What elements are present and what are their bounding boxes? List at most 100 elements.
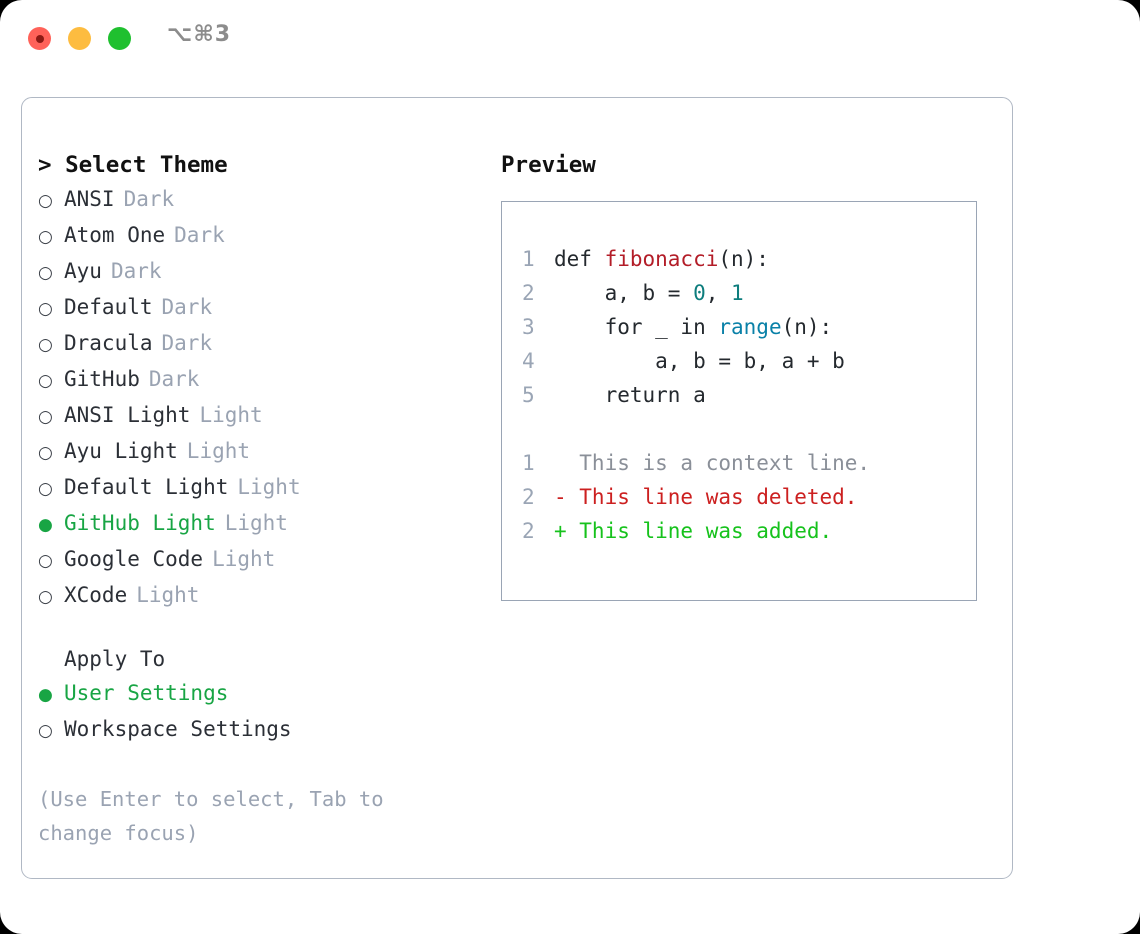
diff-line: 1 This is a context line.	[522, 446, 976, 480]
theme-option-10[interactable]: ○ Google Code Light	[38, 542, 488, 578]
theme-option-label: ANSI Light	[64, 403, 191, 427]
theme-option-label: Default	[64, 295, 153, 319]
apply-to-option-1[interactable]: ○ Workspace Settings	[38, 712, 488, 748]
minimize-window-button[interactable]	[68, 27, 91, 50]
theme-option-label: XCode	[64, 583, 128, 607]
theme-category-tag: Light	[136, 583, 200, 607]
theme-option-label: ANSI	[64, 187, 115, 211]
close-window-button[interactable]	[28, 27, 51, 50]
radio-unselected-icon: ○	[38, 551, 53, 571]
code-line: 3 for _ in range(n):	[522, 310, 976, 344]
code-line: 5 return a	[522, 378, 976, 412]
code-token: return a	[554, 383, 706, 407]
diff-line-text: This is a context line.	[554, 451, 871, 475]
diff-line: 2 + This line was added.	[522, 514, 976, 548]
theme-option-label: Ayu Light	[64, 439, 178, 463]
theme-category-tag: Light	[186, 439, 251, 463]
theme-option-6[interactable]: ○ ANSI Light Light	[38, 398, 488, 434]
apply-to-heading: Apply To	[64, 647, 166, 671]
code-token: (n):	[718, 247, 769, 271]
radio-unselected-icon: ○	[38, 587, 53, 607]
theme-option-label: Ayu	[64, 259, 102, 283]
code-line-number: 4	[522, 349, 535, 373]
diff-sample: 1 This is a context line. 2 - This line wa…	[522, 446, 976, 548]
theme-option-label: Google Code	[64, 547, 204, 571]
theme-category-tag: Light	[224, 511, 288, 535]
code-token: (n):	[781, 315, 833, 339]
theme-option-5[interactable]: ○ GitHub Dark	[38, 362, 488, 398]
theme-option-4[interactable]: ○ Dracula Dark	[38, 326, 488, 362]
code-line-number: 5	[522, 383, 535, 407]
apply-to-option-label: Workspace Settings	[64, 717, 292, 741]
radio-selected-icon: ●	[38, 515, 53, 535]
code-token: def	[554, 247, 605, 271]
diff-line-text: - This line was deleted.	[554, 485, 858, 509]
theme-option-3[interactable]: ○ Default Dark	[38, 290, 488, 326]
code-line: 4 a, b = b, a + b	[522, 344, 976, 378]
radio-unselected-icon: ○	[38, 407, 53, 427]
theme-option-label: GitHub Light	[64, 511, 216, 535]
apply-to-option-0[interactable]: ● User Settings	[38, 676, 488, 712]
code-token: 0	[693, 281, 706, 305]
theme-category-tag: Dark	[161, 331, 213, 355]
code-token: for _ in	[554, 315, 719, 339]
radio-unselected-icon: ○	[38, 479, 53, 499]
theme-category-tag: Dark	[148, 367, 200, 391]
code-token: 1	[731, 281, 744, 305]
title-bar: ⌥⌘3	[0, 0, 1140, 78]
radio-unselected-icon: ○	[38, 335, 53, 355]
code-line-number: 2	[522, 281, 535, 305]
code-line: 1 def fibonacci(n):	[522, 242, 976, 276]
theme-option-7[interactable]: ○ Ayu Light Light	[38, 434, 488, 470]
select-theme-heading: > Select Theme	[38, 152, 228, 178]
code-token: a, b = b, a + b	[554, 349, 845, 373]
code-line-number: 1	[522, 247, 535, 271]
theme-category-tag: Light	[199, 403, 263, 427]
theme-category-tag: Dark	[123, 187, 175, 211]
diff-line-number: 2	[522, 519, 535, 543]
diff-line-number: 2	[522, 485, 535, 509]
theme-category-tag: Light	[212, 547, 276, 571]
theme-category-tag: Dark	[110, 259, 162, 283]
apply-to-option-label: User Settings	[64, 681, 229, 705]
theme-option-11[interactable]: ○ XCode Light	[38, 578, 488, 614]
keyboard-hint-text: (Use Enter to select, Tab to change focu…	[38, 787, 384, 845]
theme-option-0[interactable]: ○ ANSI Dark	[38, 182, 488, 218]
code-token: a, b =	[554, 281, 694, 305]
radio-unselected-icon: ○	[38, 721, 53, 741]
theme-option-9[interactable]: ● GitHub Light Light	[38, 506, 488, 542]
radio-selected-icon: ●	[38, 685, 53, 705]
theme-category-tag: Dark	[174, 223, 225, 247]
diff-line-number: 1	[522, 451, 535, 475]
code-token: fibonacci	[604, 247, 719, 271]
keyboard-shortcut-label: ⌥⌘3	[167, 22, 232, 47]
theme-option-label: Default Light	[64, 475, 229, 499]
theme-category-tag: Light	[237, 475, 301, 499]
code-token: ,	[705, 281, 732, 305]
radio-unselected-icon: ○	[38, 299, 53, 319]
diff-line-text: + This line was added.	[554, 519, 833, 543]
code-token: range	[718, 315, 782, 339]
radio-unselected-icon: ○	[38, 443, 53, 463]
theme-category-tag: Dark	[161, 295, 213, 319]
radio-unselected-icon: ○	[38, 191, 53, 211]
theme-option-label: GitHub	[64, 367, 140, 391]
maximize-window-button[interactable]	[108, 27, 131, 50]
radio-unselected-icon: ○	[38, 371, 53, 391]
theme-option-label: Dracula	[64, 331, 153, 355]
preview-heading: Preview	[501, 152, 596, 178]
apply-to-list[interactable]: ● User Settings ○ Workspace Settings	[38, 676, 488, 748]
theme-option-label: Atom One	[64, 223, 166, 247]
code-line: 2 a, b = 0, 1	[522, 276, 976, 310]
diff-line: 2 - This line was deleted.	[522, 480, 976, 514]
theme-option-8[interactable]: ○ Default Light Light	[38, 470, 488, 506]
